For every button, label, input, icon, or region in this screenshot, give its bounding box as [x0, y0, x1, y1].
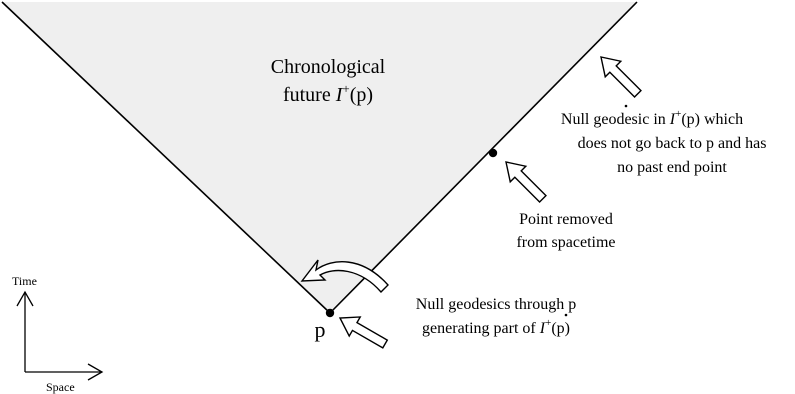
- future-light-cone: [2, 2, 637, 313]
- null-geodesic-dot-accent: [624, 104, 628, 108]
- time-space-axes: [16, 290, 104, 381]
- removed-point-dot: [488, 148, 498, 158]
- null-geodesic-arrow: [592, 48, 647, 103]
- cone-right-edge: [329, 1, 638, 314]
- cone-title-line2: future I+(p): [283, 81, 373, 106]
- point-p-arrow: [333, 307, 392, 355]
- null-geodesic-text-line1: Null geodesic in I+(p) which: [561, 108, 743, 128]
- cone-left-edge: [1, 1, 331, 314]
- null-geodesic-text-line3: no past end point: [617, 159, 727, 176]
- space-axis-label: Space: [46, 380, 75, 394]
- generators-text-line1: Null geodesics through p: [416, 296, 576, 313]
- time-axis-label: Time: [12, 274, 37, 288]
- cone-title-line1: Chronological: [271, 56, 386, 78]
- removed-point-arrow: [497, 153, 552, 208]
- generators-dot-accent: [564, 313, 568, 317]
- removed-point-text-line1: Point removed: [519, 211, 613, 228]
- curved-generator-arrow: [300, 259, 389, 294]
- generators-text-line2: generating part of I+(p): [422, 317, 570, 337]
- point-p-label: p: [315, 317, 326, 342]
- removed-point-text-line2: from spacetime: [516, 234, 615, 251]
- null-geodesic-text-line2: does not go back to p and has: [578, 135, 767, 152]
- point-p-dot: [325, 308, 335, 318]
